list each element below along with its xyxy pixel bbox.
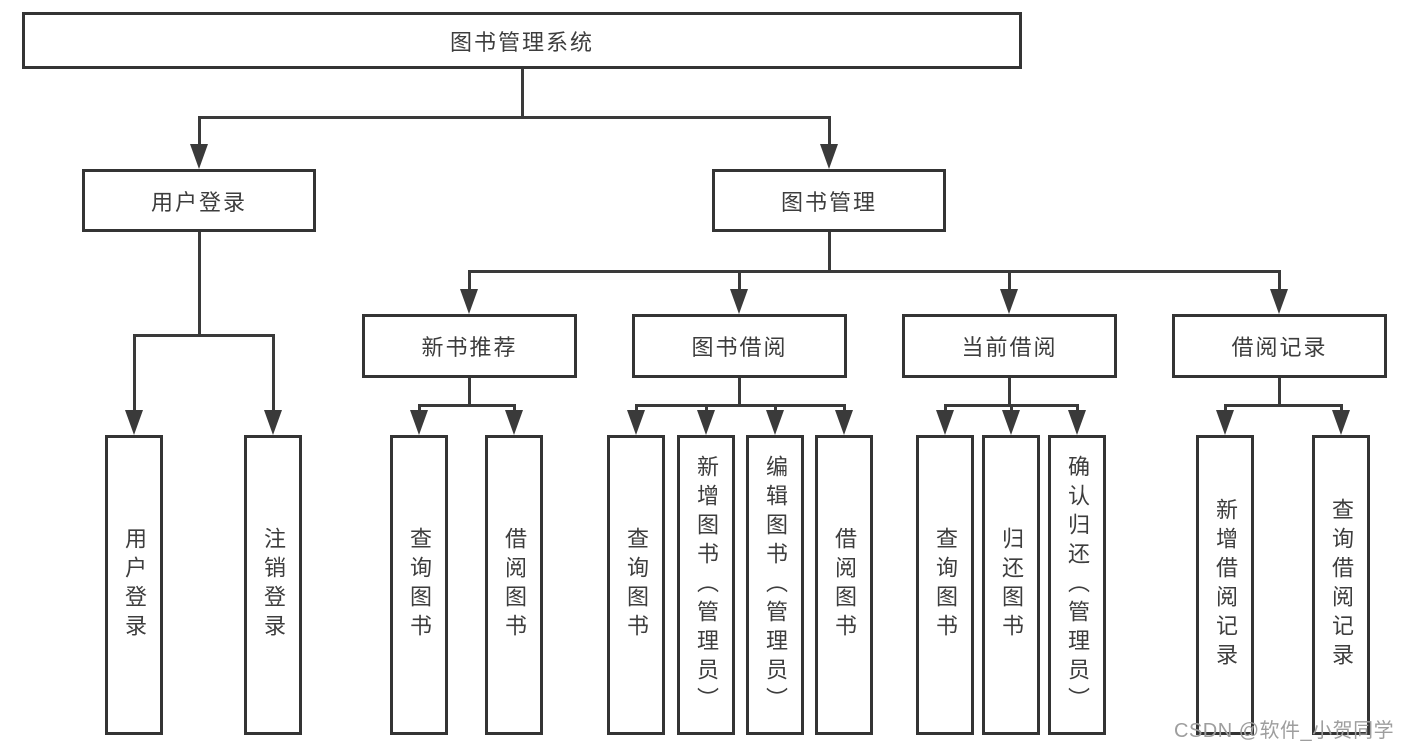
leaf-query-borrow-record: 查询借阅记录 — [1312, 435, 1370, 735]
leaf-add-books-admin: 新增图书（管理员） — [677, 435, 735, 735]
leaf-return-books-label: 归还图书 — [999, 527, 1024, 643]
leaf-query-books-3: 查询图书 — [916, 435, 974, 735]
connector-to-leaf-add-books — [705, 404, 708, 412]
arrow-down-icon — [766, 410, 784, 435]
leaf-edit-books-admin-label: 编辑图书（管理员） — [763, 454, 788, 716]
leaf-add-borrow-record-label: 新增借阅记录 — [1213, 498, 1238, 672]
arrow-down-icon — [1002, 410, 1020, 435]
node-borrow-records-label: 借阅记录 — [1231, 335, 1328, 360]
leaf-borrow-books-1-label: 借阅图书 — [502, 527, 527, 643]
arrow-down-icon — [1332, 410, 1350, 435]
node-borrow-records: 借阅记录 — [1172, 314, 1387, 378]
leaf-add-borrow-record: 新增借阅记录 — [1196, 435, 1254, 735]
node-current-borrowing-label: 当前借阅 — [961, 335, 1058, 360]
connector-level1-rail — [198, 116, 831, 119]
arrow-down-icon — [730, 289, 748, 314]
connector-level2-rail — [468, 270, 1281, 273]
leaf-query-books-1: 查询图书 — [390, 435, 448, 735]
node-book-management-label: 图书管理 — [780, 189, 877, 215]
arrow-down-icon — [190, 144, 208, 169]
arrow-down-icon — [125, 410, 143, 435]
connector-to-leaf-logout — [272, 334, 275, 410]
leaf-query-books-3-label: 查询图书 — [933, 527, 958, 643]
arrow-down-icon — [835, 410, 853, 435]
connector-to-leaf-edit-books — [774, 404, 777, 412]
connector-records-rail — [1224, 404, 1342, 407]
node-new-book-recommend-label: 新书推荐 — [421, 335, 518, 360]
leaf-borrow-books-2-label: 借阅图书 — [832, 527, 857, 643]
leaf-query-books-2: 查询图书 — [607, 435, 665, 735]
connector-to-new-book-recommend — [468, 270, 471, 289]
connector-new-book-stem — [468, 378, 471, 407]
connector-to-user-login — [198, 116, 201, 144]
leaf-borrow-books-1: 借阅图书 — [485, 435, 543, 735]
arrow-down-icon — [627, 410, 645, 435]
connector-records-stem — [1278, 378, 1281, 407]
node-current-borrowing: 当前借阅 — [902, 314, 1117, 378]
node-new-book-recommend: 新书推荐 — [362, 314, 577, 378]
connector-user-login-rail — [133, 334, 275, 337]
arrow-down-icon — [1270, 289, 1288, 314]
leaf-query-books-1-label: 查询图书 — [407, 527, 432, 643]
arrow-down-icon — [1068, 410, 1086, 435]
connector-root-stem — [521, 69, 524, 117]
node-book-borrowing-label: 图书借阅 — [691, 335, 788, 360]
leaf-confirm-return-admin-label: 确认归还（管理员） — [1065, 454, 1090, 716]
leaf-query-borrow-record-label: 查询借阅记录 — [1329, 498, 1354, 672]
arrow-down-icon — [410, 410, 428, 435]
connector-to-leaf-query-books-3 — [944, 404, 947, 412]
connector-borrowing-rail — [635, 404, 846, 407]
connector-to-book-management — [828, 116, 831, 144]
arrow-down-icon — [936, 410, 954, 435]
node-user-login: 用户登录 — [82, 169, 316, 232]
arrow-down-icon — [460, 289, 478, 314]
connector-to-leaf-borrow-books-1 — [513, 404, 516, 412]
arrow-down-icon — [697, 410, 715, 435]
connector-to-borrow-records — [1278, 270, 1281, 289]
connector-to-leaf-borrow-books-2 — [843, 404, 846, 412]
leaf-user-login: 用户登录 — [105, 435, 163, 735]
connector-to-book-borrowing — [738, 270, 741, 289]
arrow-down-icon — [820, 144, 838, 169]
leaf-return-books: 归还图书 — [982, 435, 1040, 735]
connector-user-login-stem — [198, 232, 201, 336]
leaf-add-books-admin-label: 新增图书（管理员） — [694, 454, 719, 716]
arrow-down-icon — [264, 410, 282, 435]
connector-to-leaf-confirm-return — [1076, 404, 1079, 412]
leaf-logout: 注销登录 — [244, 435, 302, 735]
connector-to-leaf-add-record — [1224, 404, 1227, 412]
leaf-borrow-books-2: 借阅图书 — [815, 435, 873, 735]
node-book-borrowing: 图书借阅 — [632, 314, 847, 378]
csdn-watermark: CSDN @软件_小贺同学 — [1174, 720, 1395, 742]
connector-to-leaf-query-books-2 — [635, 404, 638, 412]
leaf-logout-label: 注销登录 — [261, 527, 286, 643]
node-root: 图书管理系统 — [22, 12, 1022, 69]
arrow-down-icon — [1216, 410, 1234, 435]
connector-to-leaf-query-record — [1340, 404, 1343, 412]
connector-to-leaf-return-books — [1010, 404, 1013, 412]
node-user-login-label: 用户登录 — [150, 189, 247, 215]
arrow-down-icon — [1000, 289, 1018, 314]
leaf-query-books-2-label: 查询图书 — [624, 527, 649, 643]
connector-borrowing-stem — [738, 378, 741, 407]
connector-to-leaf-query-books-1 — [418, 404, 421, 412]
leaf-confirm-return-admin: 确认归还（管理员） — [1048, 435, 1106, 735]
connector-to-leaf-user-login — [133, 334, 136, 410]
leaf-edit-books-admin: 编辑图书（管理员） — [746, 435, 804, 735]
leaf-user-login-label: 用户登录 — [122, 527, 147, 643]
node-book-management: 图书管理 — [712, 169, 946, 232]
arrow-down-icon — [505, 410, 523, 435]
connector-book-management-stem — [828, 232, 831, 272]
connector-new-book-rail — [418, 404, 516, 407]
node-root-label: 图书管理系统 — [449, 29, 594, 55]
connector-current-stem — [1008, 378, 1011, 407]
connector-to-current-borrowing — [1008, 270, 1011, 289]
